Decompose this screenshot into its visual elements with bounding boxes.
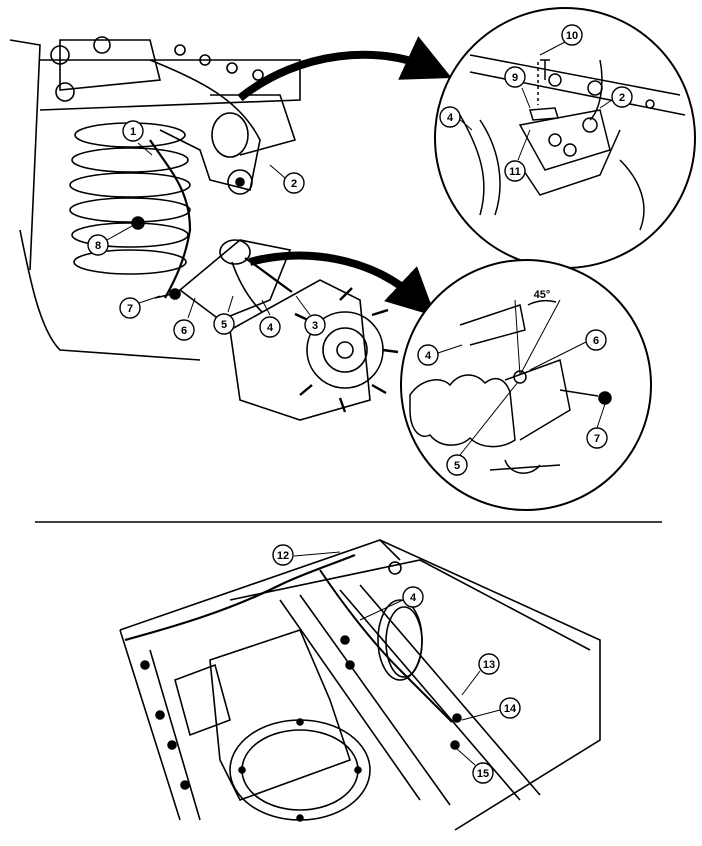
callout-1: 1 <box>122 120 153 156</box>
lower-callouts: 12 4 13 14 15 <box>272 544 521 784</box>
callout-8: 8 <box>87 225 133 256</box>
svg-text:2: 2 <box>291 178 297 190</box>
svg-text:5: 5 <box>221 319 227 331</box>
svg-text:3: 3 <box>312 320 318 332</box>
wheel-hub <box>229 279 399 421</box>
svg-text:4: 4 <box>447 112 454 124</box>
callout-11: 11 <box>504 129 531 182</box>
callout-4-lower: 4 <box>359 586 424 621</box>
svg-text:1: 1 <box>130 126 136 138</box>
svg-text:5: 5 <box>454 460 460 472</box>
pointer-arrow-top <box>237 36 452 102</box>
svg-text:4: 4 <box>410 592 417 604</box>
callout-4: 4 <box>259 299 281 338</box>
callout-5: 5 <box>213 295 235 335</box>
callout-4-detail-bottom: 4 <box>417 344 463 366</box>
callout-15: 15 <box>455 747 494 784</box>
svg-text:14: 14 <box>504 703 517 715</box>
svg-text:6: 6 <box>593 335 599 347</box>
coil-spring <box>69 122 191 275</box>
pointer-arrow-bottom <box>248 251 436 317</box>
lower-assembly-drawing <box>119 539 601 831</box>
svg-text:11: 11 <box>509 166 521 178</box>
svg-text:4: 4 <box>425 350 432 362</box>
callout-7-detail-bottom: 7 <box>586 403 608 449</box>
svg-text:2: 2 <box>619 92 625 104</box>
svg-text:7: 7 <box>594 433 600 445</box>
callout-9: 9 <box>504 66 531 109</box>
svg-text:12: 12 <box>277 550 289 562</box>
callout-6: 6 <box>173 297 196 341</box>
callout-10: 10 <box>539 24 583 56</box>
svg-text:6: 6 <box>181 325 187 337</box>
svg-text:15: 15 <box>477 768 489 780</box>
callout-4-detail-top: 4 <box>439 106 473 131</box>
callout-2-detail-top: 2 <box>599 86 633 109</box>
svg-text:10: 10 <box>566 30 578 42</box>
upper-callouts: 1 2 3 4 5 6 7 <box>87 120 326 341</box>
detail-view-bottom: 45° 4 6 7 5 <box>400 259 652 511</box>
svg-text:8: 8 <box>95 240 101 252</box>
callout-7: 7 <box>119 295 161 319</box>
callout-6-detail-bottom: 6 <box>529 329 607 371</box>
callout-12: 12 <box>272 544 341 566</box>
callout-2: 2 <box>269 164 305 194</box>
angle-label: 45° <box>534 289 551 301</box>
upper-assembly-drawing <box>9 36 399 421</box>
callout-3: 3 <box>295 295 326 336</box>
transmission <box>174 629 371 822</box>
svg-text:4: 4 <box>267 322 274 334</box>
svg-text:9: 9 <box>512 72 518 84</box>
callout-14: 14 <box>461 697 521 721</box>
svg-text:7: 7 <box>127 303 133 315</box>
svg-text:13: 13 <box>483 659 495 671</box>
callout-5-detail-bottom: 5 <box>446 381 519 476</box>
callout-13: 13 <box>461 653 500 696</box>
detail-view-top: 10 9 4 2 11 <box>434 7 696 269</box>
